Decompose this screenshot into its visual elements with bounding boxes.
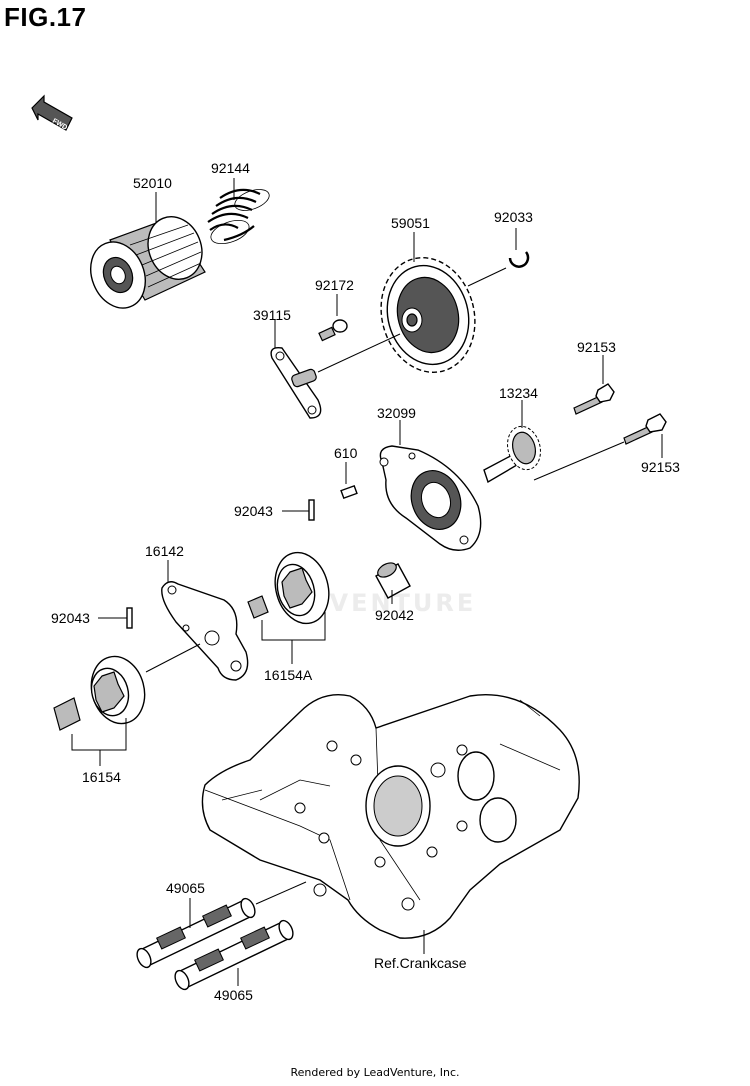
pin-610 xyxy=(340,484,358,500)
plate-16142 xyxy=(161,581,249,681)
callout-52010: 52010 xyxy=(133,175,172,191)
callout-92043-left: 92043 xyxy=(51,610,90,626)
bolt-92153-top xyxy=(573,383,615,415)
callout-92153-top: 92153 xyxy=(577,339,616,355)
callout-92172: 92172 xyxy=(315,277,354,293)
callout-92042: 92042 xyxy=(375,607,414,623)
plate-39115 xyxy=(270,347,322,419)
footer-credit: Rendered by LeadVenture, Inc. xyxy=(290,1066,460,1079)
bolt-92153-right xyxy=(623,413,667,445)
collar-92042 xyxy=(375,562,411,599)
callout-92033: 92033 xyxy=(494,209,533,225)
callout-610: 610 xyxy=(334,445,358,461)
strainer-49065-bottom xyxy=(174,919,294,991)
oil-filter-52010 xyxy=(90,216,206,309)
callout-13234: 13234 xyxy=(499,385,538,401)
crankcase xyxy=(201,694,580,939)
pump-body-32099 xyxy=(379,445,482,551)
strainer-49065-top xyxy=(136,897,256,969)
spring-92144 xyxy=(207,188,270,245)
screw-92172 xyxy=(318,319,348,342)
circlip-92033 xyxy=(508,251,530,268)
callout-92153-right: 92153 xyxy=(641,459,680,475)
dowel-92043-top xyxy=(308,499,315,521)
gear-59051 xyxy=(380,257,476,373)
rotor-16154A xyxy=(247,551,330,625)
callout-92144: 92144 xyxy=(211,160,250,176)
callout-32099: 32099 xyxy=(377,405,416,421)
callout-49065-bottom: 49065 xyxy=(214,987,253,1003)
callout-92043-top: 92043 xyxy=(234,503,273,519)
callout-39115: 39115 xyxy=(253,307,291,323)
callout-16142: 16142 xyxy=(145,543,184,559)
callout-16154: 16154 xyxy=(82,769,121,785)
figure-title: FIG.17 xyxy=(4,2,87,32)
callout-16154A: 16154A xyxy=(264,667,313,683)
rotor-16154 xyxy=(53,655,146,731)
fwd-arrow-icon: FWD xyxy=(31,94,73,132)
callout-59051: 59051 xyxy=(391,215,430,231)
callout-ref-crankcase: Ref.Crankcase xyxy=(374,955,467,971)
sprocket-shaft-13234 xyxy=(483,425,541,484)
callout-49065-top: 49065 xyxy=(166,880,205,896)
dowel-92043-left xyxy=(126,607,133,629)
